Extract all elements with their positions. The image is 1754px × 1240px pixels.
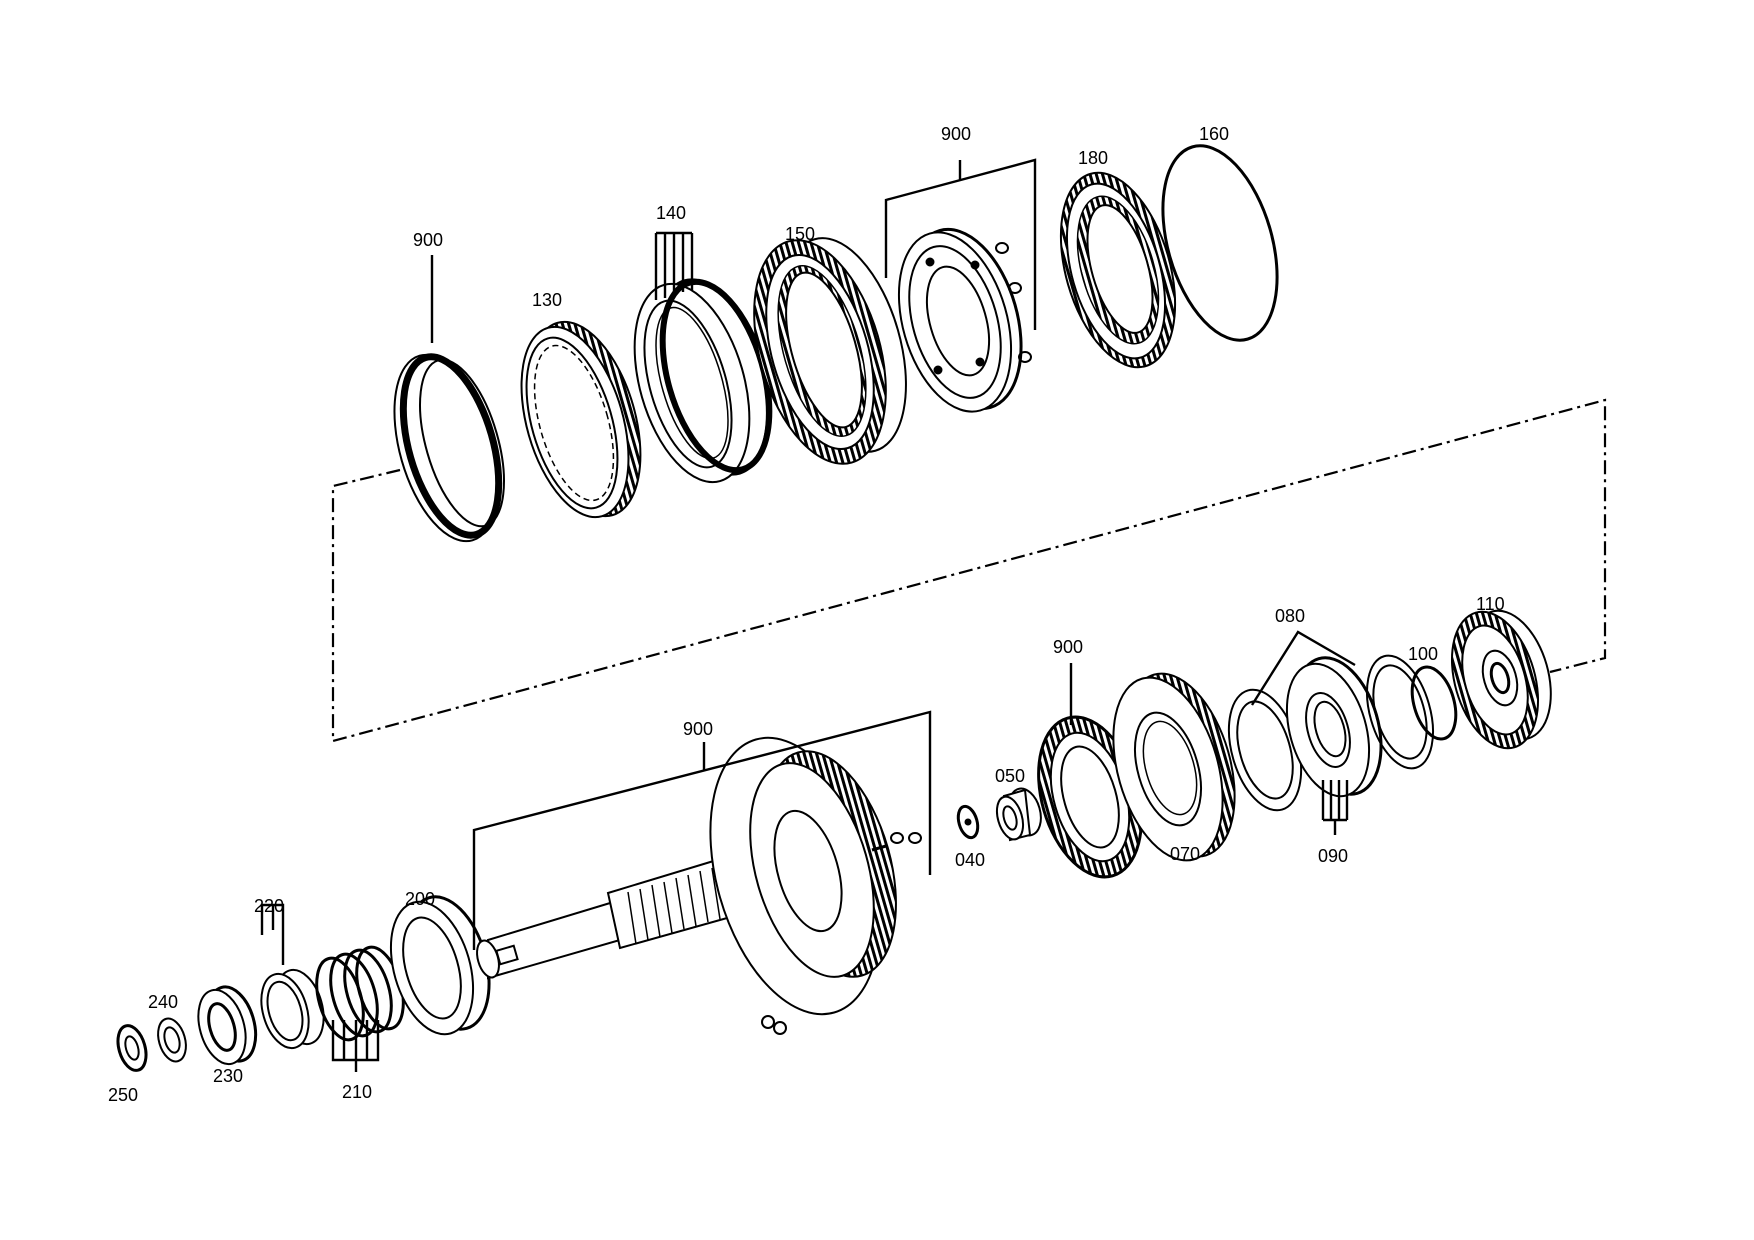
- label-900-piston: 900: [941, 124, 971, 144]
- label-240: 240: [148, 992, 178, 1012]
- part-100-snap-ring: [1410, 665, 1458, 741]
- part-150-ring-gear: [753, 237, 907, 465]
- part-900-seal-ring: [393, 353, 505, 543]
- part-230-bearing: [197, 985, 258, 1066]
- part-220-ring: [260, 968, 325, 1050]
- part-labels: 900 130 140 150 900 180 160 080 110 100 …: [108, 124, 1505, 1105]
- part-080-thrust-washer-2: [1366, 654, 1434, 770]
- label-200: 200: [405, 889, 435, 909]
- label-220: 220: [254, 896, 284, 916]
- label-140: 140: [656, 203, 686, 223]
- part-160-snap-ring: [1161, 144, 1279, 342]
- label-180: 180: [1078, 148, 1108, 168]
- label-210: 210: [342, 1082, 372, 1102]
- label-050: 050: [995, 766, 1025, 786]
- part-110-carrier-gear: [1450, 609, 1552, 750]
- assembly-connection-line: [331, 398, 1607, 743]
- label-160: 160: [1199, 124, 1229, 144]
- part-240-lock-washer: [157, 1017, 187, 1063]
- label-250: 250: [108, 1085, 138, 1105]
- label-230: 230: [213, 1066, 243, 1086]
- label-080: 080: [1275, 606, 1305, 626]
- leader-lines: [260, 158, 1356, 1072]
- part-070-gear: [1112, 672, 1236, 862]
- part-040-washer: [956, 804, 980, 840]
- part-900-main-shaft: [476, 736, 922, 1035]
- part-900-piston-plate: [897, 227, 1032, 413]
- part-180-gear: [1059, 171, 1177, 369]
- label-900-shaft: 900: [683, 719, 713, 739]
- label-130: 130: [532, 290, 562, 310]
- label-900-seal: 900: [413, 230, 443, 250]
- part-050-needle-bearing: [995, 787, 1042, 842]
- label-100: 100: [1408, 644, 1438, 664]
- label-070: 070: [1170, 844, 1200, 864]
- label-040: 040: [955, 850, 985, 870]
- part-130-clutch-ring: [520, 320, 642, 519]
- label-900-bearing: 900: [1053, 637, 1083, 657]
- label-110: 110: [1476, 594, 1505, 614]
- label-090: 090: [1318, 846, 1348, 866]
- label-150: 150: [785, 224, 815, 244]
- part-250-nut: [116, 1024, 148, 1072]
